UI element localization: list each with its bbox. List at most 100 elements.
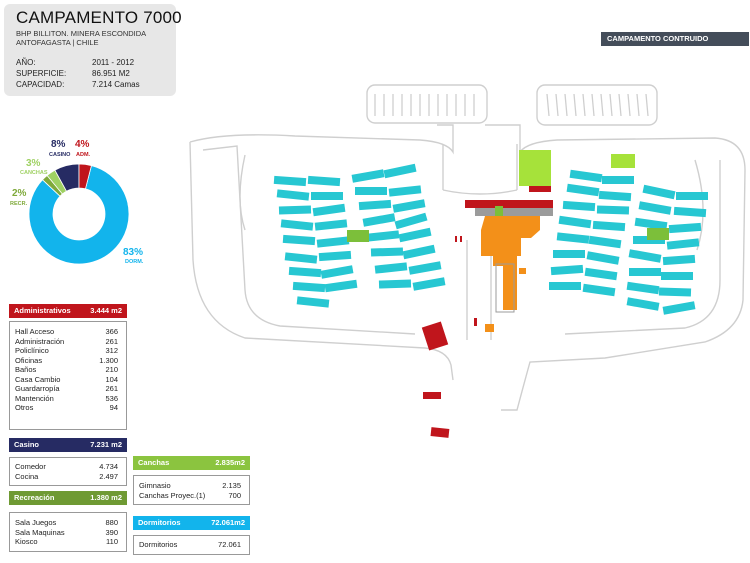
row-value: 390 <box>105 527 118 537</box>
dormitory-block <box>316 236 350 248</box>
stat-label-year: AÑO: <box>16 58 36 67</box>
table-total: 7.231 m2 <box>90 440 122 449</box>
kiosk <box>485 324 494 332</box>
dormitory-block <box>280 219 314 231</box>
dormitory-block <box>550 264 584 276</box>
dormitory-block <box>569 169 603 183</box>
admin-building-south <box>421 321 449 351</box>
row-label: Mantención <box>15 393 54 403</box>
table-row: Hall Acceso 366 <box>10 327 126 337</box>
row-value: 2.497 <box>99 471 118 481</box>
row-value: 94 <box>109 403 118 412</box>
dormitory-block <box>318 250 352 262</box>
row-label: Canchas Proyec.(1) <box>139 490 206 500</box>
parking-stall <box>618 93 622 117</box>
dormitory-block <box>394 212 428 230</box>
row-label: Sala Maquinas <box>15 527 65 537</box>
parking-stall <box>555 93 559 117</box>
row-label: Kiosco <box>15 537 38 546</box>
row-value: 4.734 <box>99 462 118 471</box>
parking-stall <box>627 93 631 117</box>
dormitory-block <box>673 206 707 218</box>
row-label: Policlínico <box>15 346 49 355</box>
stat-value-area: 86.951 M2 <box>92 69 130 78</box>
row-value: 104 <box>105 374 118 384</box>
parking-stall <box>600 93 604 117</box>
dormitory-block <box>288 266 322 278</box>
dormitory-block <box>314 219 348 231</box>
dormitory-block <box>584 267 618 281</box>
row-value: 366 <box>105 327 118 336</box>
dormitory-block <box>629 268 661 276</box>
slice-label-casino-percent: 8% <box>51 139 66 150</box>
table-title: Administrativos <box>14 306 71 315</box>
site-outline <box>189 84 746 411</box>
table-row: Sala Maquinas 390 <box>10 528 126 538</box>
dormitory-block <box>388 185 422 197</box>
dormitory-block <box>273 175 307 187</box>
slice-label-dorm: DORM. <box>125 259 144 265</box>
table-row: Canchas Proyec.(1)700 <box>134 491 249 501</box>
row-label: Hall Acceso <box>15 327 55 336</box>
dormitory-block <box>626 297 660 311</box>
dormitory-block <box>351 169 385 183</box>
site-plan <box>189 84 746 438</box>
row-label: Gimnasio <box>139 481 171 490</box>
dormitory-block <box>588 235 622 249</box>
dormitory-block <box>282 234 316 246</box>
admin-marker <box>455 236 457 242</box>
dormitory-block <box>402 244 436 260</box>
dormitory-block <box>398 227 432 243</box>
donut-slice-dorm <box>28 165 130 265</box>
parking-stall <box>564 93 568 117</box>
dormitory-block <box>412 277 446 291</box>
table-row: Cocina 2.497 <box>10 472 126 482</box>
parking-stall <box>591 93 595 117</box>
casino-annex <box>519 268 526 274</box>
header-panel <box>4 4 176 96</box>
dormitory-block <box>596 205 630 215</box>
table-total: 72.061m2 <box>211 518 245 527</box>
dormitory-block <box>634 217 668 231</box>
row-label: Otros <box>15 403 34 412</box>
green-field-west <box>347 230 369 242</box>
slice-label-casino: CASINO <box>49 152 71 158</box>
dormitory-block <box>362 213 396 227</box>
dormitory-block <box>662 301 696 315</box>
stat-value-year: 2011 - 2012 <box>92 58 135 67</box>
row-value: 261 <box>105 336 118 346</box>
table-row: Otros 94 <box>10 403 126 413</box>
parking-stall <box>582 93 586 117</box>
table-title: Recreación <box>14 493 55 502</box>
subtitle-location: ANTOFAGASTA | CHILE <box>16 38 99 47</box>
table-total: 1.380 m2 <box>90 493 122 502</box>
admin-strip <box>465 200 553 208</box>
slice-label-adm: ADM. <box>76 152 91 158</box>
dormitory-block <box>668 222 702 234</box>
parking-stall <box>645 93 649 117</box>
dormitory-block <box>355 187 387 195</box>
row-label: Baños <box>15 365 37 374</box>
dormitory-block <box>566 183 600 197</box>
recreation-block <box>495 206 503 216</box>
dormitory-block <box>549 282 581 290</box>
dormitory-block <box>638 201 672 215</box>
dormitory-block <box>296 296 330 308</box>
slice-label-recr: RECR. <box>10 201 28 207</box>
dormitory-block <box>628 249 662 263</box>
dormitory-block <box>408 261 442 275</box>
admin-block-small <box>529 186 551 192</box>
row-label: Cocina <box>15 471 39 481</box>
stat-value-capacity: 7.214 Camas <box>92 80 140 89</box>
dormitory-block <box>553 250 585 258</box>
row-value: 261 <box>105 384 118 393</box>
